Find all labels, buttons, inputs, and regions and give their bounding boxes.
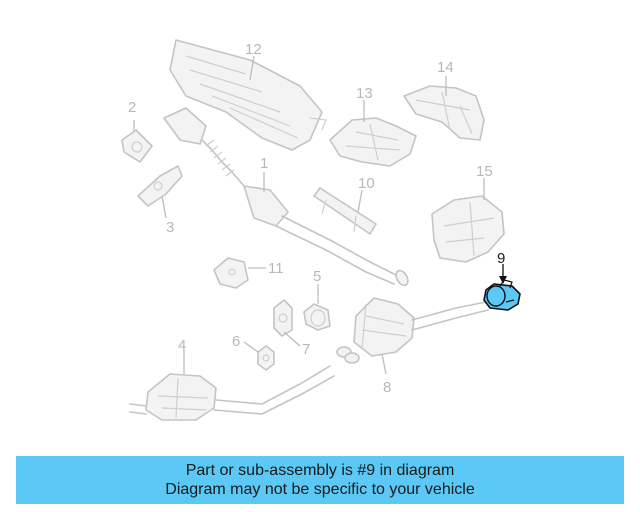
callout-4: 4 [178,337,186,354]
callout-numbers: 1 2 3 4 5 6 7 8 9 10 11 12 13 14 15 [128,41,505,396]
callout-13: 13 [356,85,373,102]
callout-10: 10 [358,175,375,192]
part-3-gasket [137,165,183,207]
callout-14: 14 [437,59,454,76]
part-7-mount [273,299,293,337]
callout-15: 15 [476,163,493,180]
callout-6: 6 [232,333,240,350]
part-5-clamp [303,303,331,331]
callout-1: 1 [260,155,268,172]
callout-9: 9 [497,250,505,267]
part-15-heat-shield [431,195,505,263]
callout-11: 11 [268,260,284,277]
part-14-heat-shield [403,85,485,141]
part-6-mount [257,345,275,371]
callout-3: 3 [166,219,174,236]
callout-7: 7 [302,341,310,358]
callout-12: 12 [245,41,262,58]
callout-8: 8 [383,379,391,396]
part-13-heat-shield [329,117,417,167]
callout-2: 2 [128,99,136,116]
part-4-center-muffler [129,365,335,421]
callout-leaders [133,55,507,375]
part-9-clamp[interactable] [483,279,521,311]
part-10-bracket [313,187,377,235]
part-2-gasket [121,129,153,163]
info-banner: Part or sub-assembly is #9 in diagram Di… [16,456,624,504]
part-1-front-pipe [163,107,409,287]
banner-line-1: Part or sub-assembly is #9 in diagram [185,462,455,479]
callout-5: 5 [313,268,321,285]
part-12-heat-shield [169,39,327,151]
banner-line-2: Diagram may not be specific to your vehi… [165,481,475,498]
part-8-rear-muffler [336,297,489,364]
part-11-hanger [213,257,249,289]
